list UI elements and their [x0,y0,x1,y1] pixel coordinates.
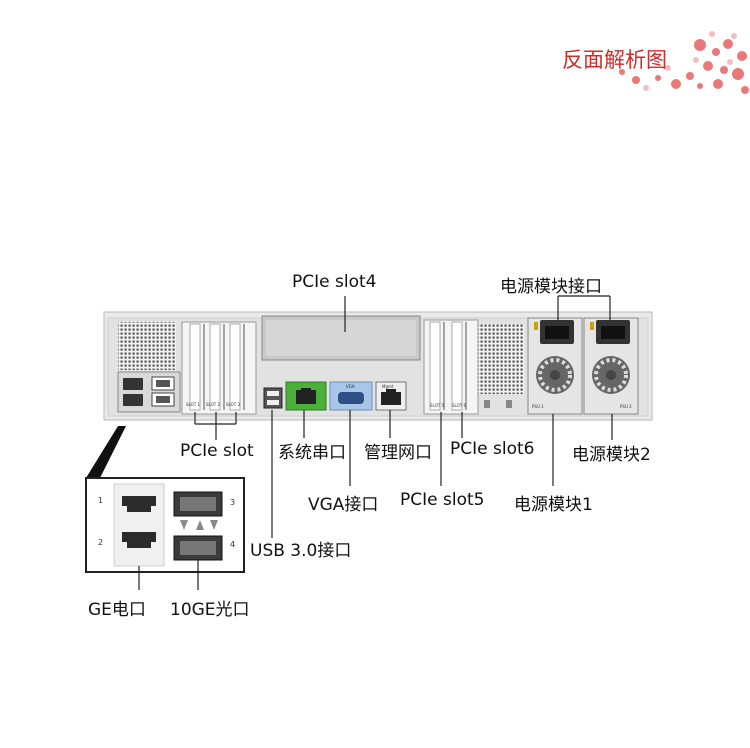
ge-port-2-label: 2 [98,538,104,547]
pcie-slots-5-6 [423,319,479,415]
zoom-wedge [86,426,126,478]
label-psu1: 电源模块1 [514,495,593,515]
label-pcie-slot4: PCIe slot4 [292,272,377,292]
ge-port-1-label: 1 [98,496,104,505]
pcie-slots-1-3 [181,321,257,415]
diagram-title: 反面解析图 [562,48,667,72]
panel-slot6-text: SLOT 6 [452,403,467,408]
psu1-module [527,317,583,415]
panel-slot3-text: SLOT 3 [226,402,241,407]
sfp-port-3-label: 3 [230,498,236,507]
panel-slot2-text: SLOT 2 [206,402,221,407]
label-psu-connector: 电源模块接口 [500,277,602,297]
right-vent-grille [478,324,524,394]
sfp-port-4-label: 4 [230,540,236,549]
label-psu2: 电源模块2 [572,445,651,465]
panel-psu1-text: PSU 1 [532,404,544,409]
panel-vga-text: VGA [346,384,355,389]
label-pcie-slot5: PCIe slot5 [400,490,485,510]
panel-slot5-text: SLOT 5 [430,403,445,408]
label-sfp-port: 10GE光口 [170,600,250,620]
label-usb-port: USB 3.0接口 [250,541,352,561]
panel-slot1-text: SLOT 1 [186,402,201,407]
left-vent-grille [118,322,176,370]
panel-mgmt-text: Mgmt [382,384,394,389]
label-pcie-slot6: PCIe slot6 [450,439,535,459]
label-ge-port: GE电口 [88,600,146,620]
label-vga-port: VGA接口 [308,495,379,515]
psu2-module [583,317,639,415]
label-pcie-slot: PCIe slot [180,441,254,461]
panel-psu2-text: PSU 2 [620,404,632,409]
label-serial-port: 系统串口 [278,443,346,463]
label-mgmt-port: 管理网口 [364,443,432,463]
